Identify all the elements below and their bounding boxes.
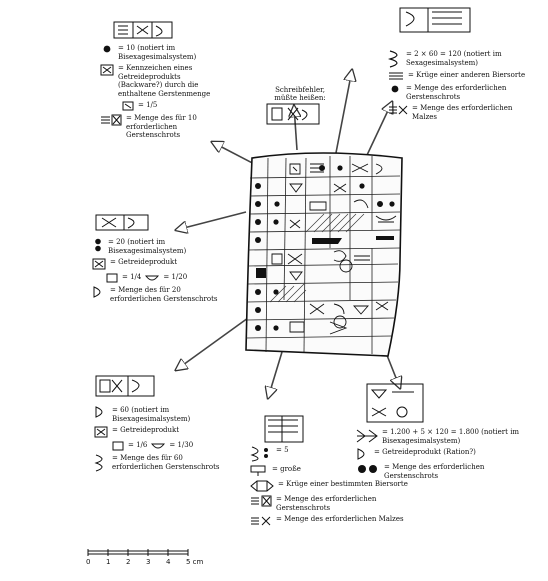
scale-tick-label: 2: [126, 558, 131, 566]
legend-block-top-right: = 2 × 60 = 120 (notiert im Sexagesimalsy…: [388, 50, 528, 124]
ration-sign-icon: [95, 406, 103, 418]
legend-row: = 2 × 60 = 120 (notiert im Sexagesimalsy…: [388, 50, 528, 68]
legend-row: = Menge des erforderlichen Malzes: [388, 104, 528, 121]
beer-jar-sign-icon: [389, 72, 403, 80]
legend-row: = Menge des erforderlichen Gerstenschrot…: [250, 495, 432, 512]
scale-bar: [87, 549, 189, 556]
scale-tick-label: 3: [146, 558, 151, 566]
scale-tick-label: 4: [166, 558, 171, 566]
grain-product-sign-icon: [112, 441, 124, 451]
legend-row: = Menge des für 20 erforderlichen Gerste…: [92, 286, 220, 303]
legend-row: = Getreideprodukt (Ration?): [356, 448, 528, 460]
bowl-sign-icon: [151, 443, 166, 449]
scale-tick-label: 0: [86, 558, 91, 566]
legend-block-bottom-right: = 1.200 + 5 × 120 = 1.800 (notiert im Bi…: [356, 428, 528, 483]
grain-product-sign-icon: [122, 101, 134, 111]
legend-block-bottom-center: = 5 = große = Krüge einer bestimmten Bie…: [250, 446, 432, 530]
legend-row: = Kennzeichen eines Getreideprodukts (Ba…: [100, 64, 220, 98]
legend-block-top-left: = 10 (notiert im Bisexagesimalsystem) = …: [100, 44, 220, 143]
scale-tick-label: 5 cm: [186, 558, 204, 566]
grain-product-sign-icon: [94, 426, 108, 438]
beer-jar-sign-icon: [250, 480, 274, 492]
legend-row: = Menge des erforderlichen Gerstenschrot…: [388, 84, 528, 101]
barley-groats-sign-icon: [251, 495, 272, 507]
legend-row: = 5: [250, 446, 432, 462]
legend-row: = Getreideprodukt: [92, 258, 220, 270]
legend-row: = große: [250, 465, 432, 477]
grain-product-sign-icon: [100, 64, 114, 76]
scale-tick-label: 1: [106, 558, 111, 566]
legend-row: = Menge des erforderlichen Gerstenschrot…: [356, 463, 528, 480]
legend-row: = Krüge einer bestimmten Biersorte: [250, 480, 432, 492]
malt-sign-icon: [389, 105, 408, 115]
legend-row: = 1/5: [122, 101, 220, 111]
barley-groats-sign-icon: [94, 454, 103, 472]
scale-labels: 0 1 2 3 4 5 cm: [0, 558, 548, 570]
five-sign-icon: [250, 446, 268, 462]
legend-block-bottom-left: = 60 (notiert im Bisexagesimalsystem) = …: [94, 406, 222, 475]
dot-sign-icon: [391, 85, 399, 93]
legend-row: = Menge des für 10 erforderlichen Gerste…: [100, 114, 220, 140]
legend-row: = 60 (notiert im Bisexagesimalsystem): [94, 406, 222, 423]
bowl-sign-icon: [145, 275, 160, 281]
legend-row: = 10 (notiert im Bisexagesimalsystem): [100, 44, 220, 61]
clay-tablet: [245, 152, 403, 357]
legend-block-mid-left: = 20 (notiert im Bisexagesimalsystem) = …: [92, 238, 220, 306]
legend-row: = Menge des für 60 erforderlichen Gerste…: [94, 454, 222, 472]
large-sign-icon: [250, 465, 266, 476]
dot-sign-icon: [95, 238, 101, 252]
grain-product-sign-icon: [92, 258, 106, 270]
dot-sign-icon: [103, 45, 111, 53]
scribal-error-note: Schreibfehler, müßte heißen:: [274, 86, 326, 102]
dot-sign-icon: [358, 465, 377, 473]
sexagesimal-sign-icon: [388, 50, 398, 68]
legend-row: = 20 (notiert im Bisexagesimalsystem): [92, 238, 220, 255]
barley-groats-sign-icon: [101, 114, 122, 126]
legend-row: = 1.200 + 5 × 120 = 1.800 (notiert im Bi…: [356, 428, 528, 445]
header-signs: [95, 7, 471, 443]
legend-row: = Getreideprodukt: [94, 426, 222, 438]
malt-sign-icon: [251, 516, 271, 526]
legend-row: = Krüge einer anderen Biersorte: [388, 71, 528, 81]
legend-row: = 1/4 = 1/20: [106, 273, 220, 283]
ration-sign-icon: [357, 448, 365, 460]
bisexagesimal-sign-icon: [356, 429, 378, 443]
grain-product-sign-icon: [106, 273, 118, 283]
legend-row: = Menge des erforderlichen Malzes: [250, 515, 432, 527]
ration-sign-icon: [93, 286, 101, 298]
legend-row: = 1/6 = 1/30: [112, 441, 222, 451]
